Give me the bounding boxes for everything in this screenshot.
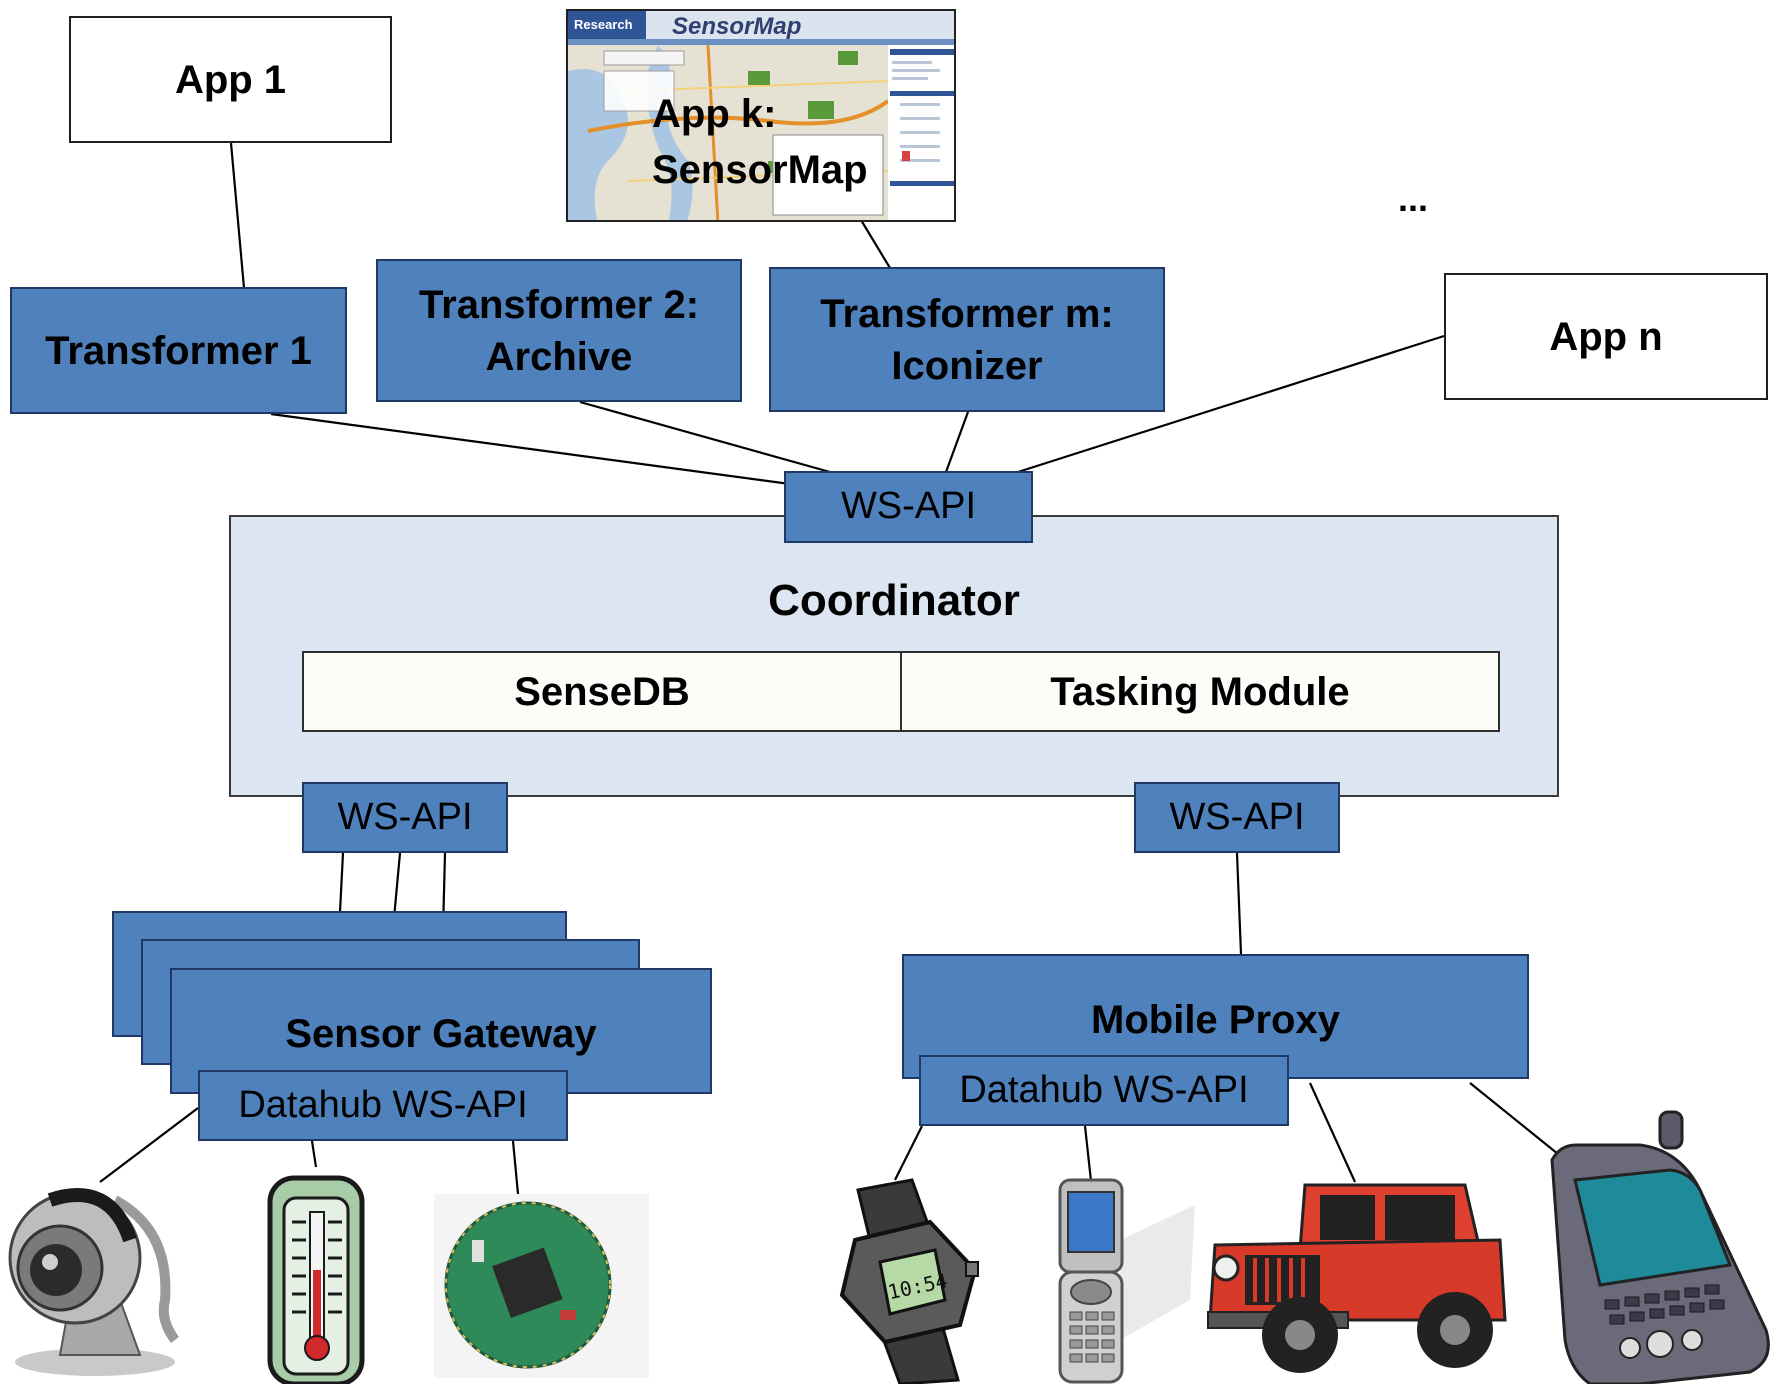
coordinator-left-api-label: WS-API bbox=[337, 795, 473, 838]
transformerm-box: Transformer m: Iconizer bbox=[769, 267, 1165, 412]
mobile-datahub-api: Datahub WS-API bbox=[919, 1055, 1289, 1126]
mobile-proxy-label: Mobile Proxy bbox=[1091, 998, 1340, 1042]
jeep-icon bbox=[1207, 1183, 1507, 1373]
line-mobile-phone bbox=[1083, 1125, 1093, 1182]
transformer2-label-line2: Archive bbox=[485, 334, 633, 379]
transformerm-label-line1: Transformer m: bbox=[820, 291, 1114, 336]
sensormap-brand: Research bbox=[574, 17, 633, 32]
thermometer-icon bbox=[267, 1175, 365, 1384]
transformer1-box: Transformer 1 bbox=[10, 287, 347, 414]
line-gateway-thermometer bbox=[310, 1140, 318, 1168]
tasking-module-label: Tasking Module bbox=[1050, 669, 1350, 714]
transformer2-label-line1: Transformer 2: bbox=[418, 282, 700, 327]
coordinator-right-api-label: WS-API bbox=[1169, 795, 1305, 838]
app1-label: App 1 bbox=[174, 57, 287, 102]
transformerm-label-line2: Iconizer bbox=[891, 343, 1043, 388]
sensormap-screenshot: Research SensorMap bbox=[566, 9, 956, 222]
line-transformer2-api bbox=[579, 400, 831, 474]
line-mobile-watch bbox=[894, 1125, 923, 1181]
sensedb-label: SenseDB bbox=[514, 669, 690, 714]
tasking-module: Tasking Module bbox=[900, 651, 1500, 732]
line-gateway-webcam bbox=[99, 1107, 199, 1183]
line-mobile-pda bbox=[1469, 1082, 1559, 1155]
circuit-board-sensor-icon bbox=[434, 1194, 649, 1378]
mobile-datahub-api-label: Datahub WS-API bbox=[959, 1068, 1249, 1111]
line-transformer1-api bbox=[270, 412, 791, 486]
webcam-icon bbox=[8, 1188, 180, 1376]
wristwatch-icon: 10:54 bbox=[839, 1178, 979, 1384]
appk-label-line1: App k: bbox=[652, 92, 777, 136]
sensedb-module: SenseDB bbox=[302, 651, 902, 732]
sensor-gateway-label: Sensor Gateway bbox=[285, 1012, 597, 1056]
line-api-gateway-1 bbox=[338, 852, 345, 913]
line-mobile-jeep bbox=[1308, 1082, 1357, 1183]
transformer2-box: Transformer 2: Archive bbox=[376, 259, 742, 402]
coordinator-title: Coordinator bbox=[768, 576, 1020, 625]
pda-icon bbox=[1550, 1110, 1770, 1384]
appn-label: App n bbox=[1549, 314, 1663, 359]
transformer1-label: Transformer 1 bbox=[45, 328, 312, 373]
line-api-mobile bbox=[1235, 852, 1243, 955]
app1-box: App 1 bbox=[69, 16, 392, 143]
sensormap-map-image bbox=[568, 11, 954, 220]
sensormap-title: SensorMap bbox=[672, 13, 802, 40]
appn-box: App n bbox=[1444, 273, 1768, 400]
gateway-datahub-api: Datahub WS-API bbox=[198, 1070, 568, 1141]
gateway-datahub-api-label: Datahub WS-API bbox=[238, 1083, 528, 1126]
line-app1-transformer1 bbox=[229, 142, 246, 289]
appk-label-line2: SensorMap bbox=[652, 148, 868, 192]
coordinator-top-api-label: WS-API bbox=[840, 485, 977, 528]
line-transformerm-api bbox=[944, 411, 970, 473]
line-appn-api bbox=[1017, 334, 1445, 474]
more-apps-ellipsis: ... bbox=[1398, 178, 1429, 219]
line-appk-transformerm bbox=[860, 219, 891, 269]
coordinator-right-api: WS-API bbox=[1134, 782, 1340, 853]
line-gateway-board bbox=[511, 1140, 520, 1195]
coordinator-left-api: WS-API bbox=[302, 782, 508, 853]
coordinator-top-api: WS-API bbox=[784, 471, 1033, 543]
flip-phone-icon bbox=[1058, 1178, 1195, 1384]
